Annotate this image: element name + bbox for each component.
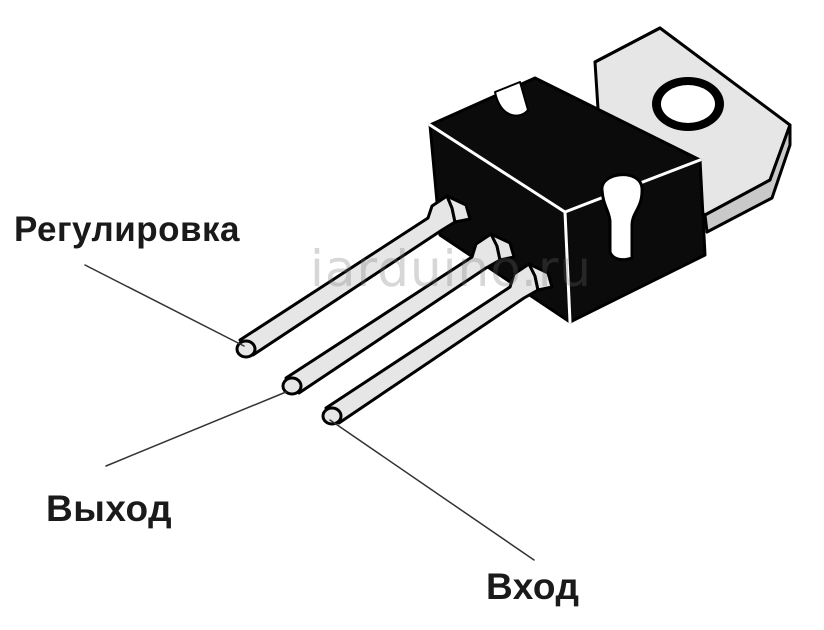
pin-output bbox=[281, 232, 516, 396]
leader-line-adjust bbox=[84, 264, 245, 347]
label-input: Вход bbox=[486, 566, 580, 607]
label-output: Выход bbox=[46, 488, 173, 529]
pin-adjust bbox=[235, 194, 472, 359]
leader-line-input bbox=[329, 419, 535, 561]
pin-input bbox=[321, 262, 554, 426]
watermark: iarduino.ru bbox=[310, 240, 593, 298]
label-adjust: Регулировка bbox=[14, 210, 241, 249]
leader-line-output bbox=[105, 391, 287, 467]
transistor-body bbox=[428, 76, 707, 324]
